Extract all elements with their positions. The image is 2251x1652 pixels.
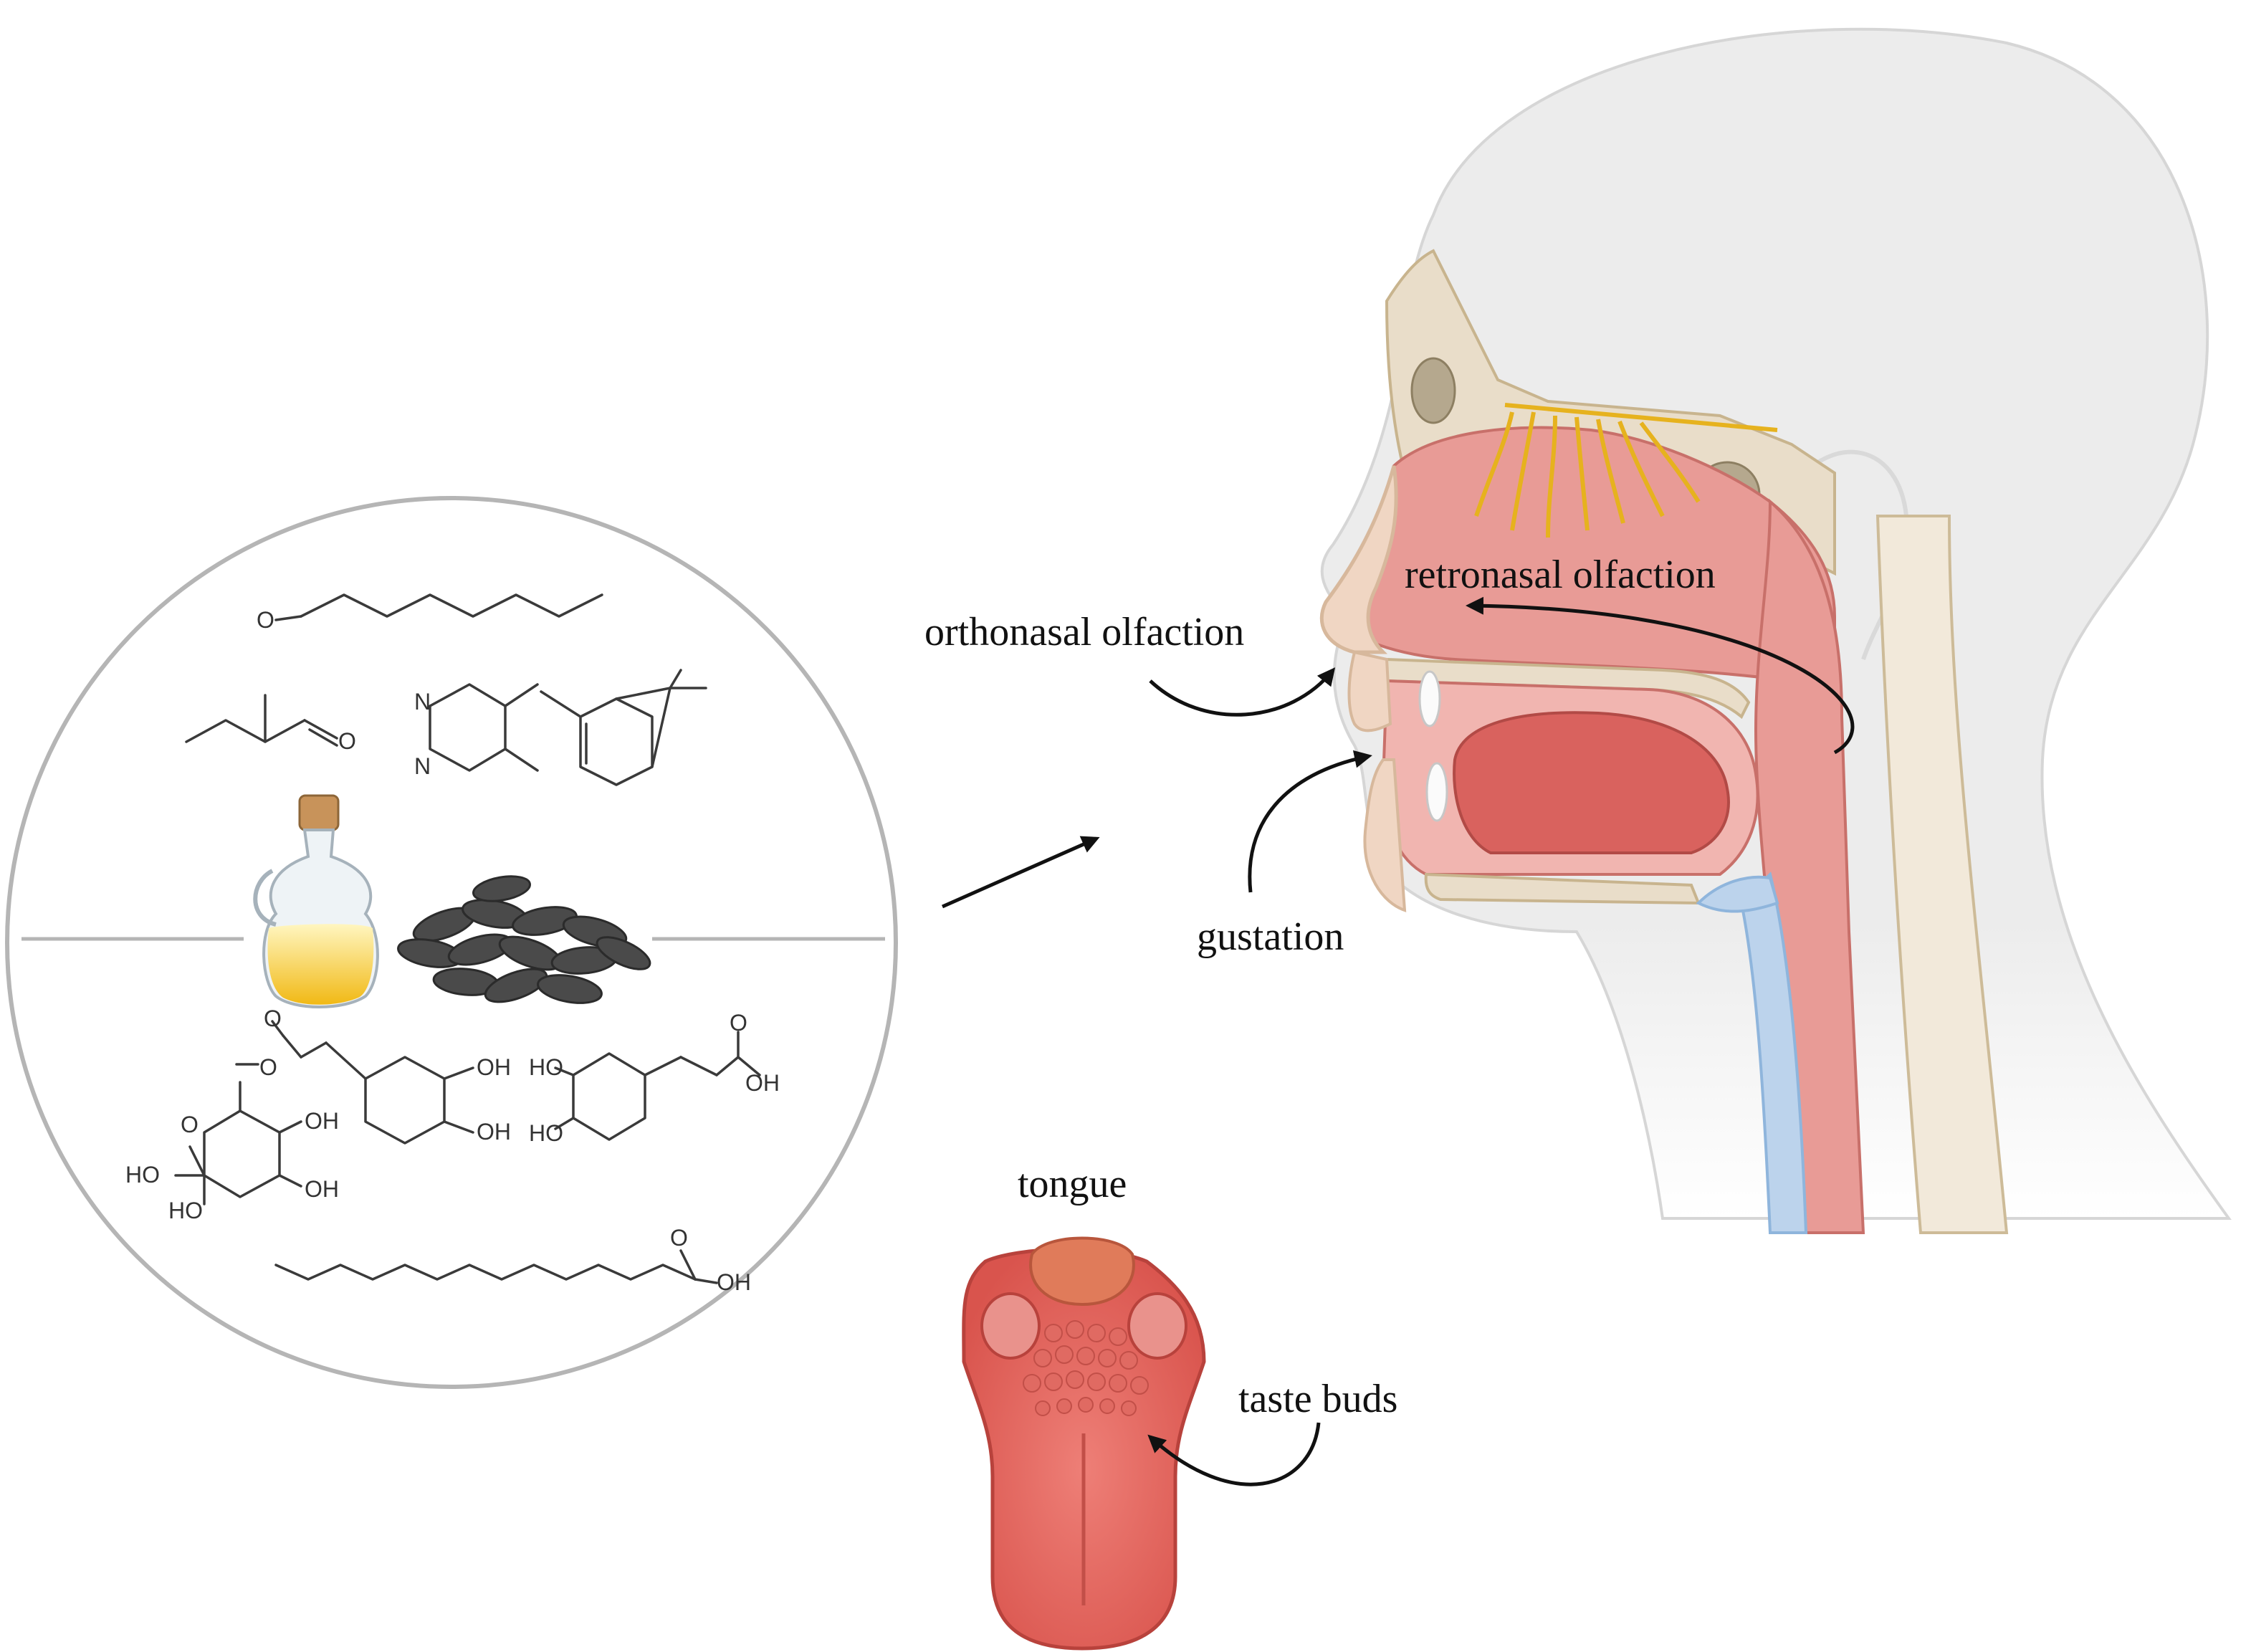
upper-incisor (1418, 670, 1441, 727)
retronasal-arrow (1466, 596, 1855, 755)
sunflower-seeds-icon (397, 875, 651, 1004)
svg-text:O: O (338, 728, 356, 754)
label-tongue: tongue (1018, 1162, 1127, 1206)
methylbutanal-structure: O (185, 694, 356, 754)
svg-text:OH: OH (305, 1108, 339, 1134)
epiglottis-top (1029, 1236, 1135, 1307)
epiglottis (1696, 875, 1779, 913)
taste-buds-arrow (1147, 1422, 1321, 1486)
svg-text:OH: OH (745, 1070, 780, 1096)
tonsil-left (980, 1292, 1041, 1360)
svg-text:O: O (259, 1054, 277, 1080)
tongue-illustration (962, 1236, 1206, 1651)
tonsil-right (1127, 1292, 1187, 1360)
frontal-sinus (1410, 357, 1456, 424)
octanal-structure: O (257, 593, 603, 633)
svg-text:HO: HO (529, 1120, 563, 1146)
svg-text:N: N (414, 753, 431, 779)
airway (1739, 872, 1808, 1234)
svg-text:O: O (257, 607, 274, 633)
inset-to-head-arrow (941, 836, 1100, 909)
svg-text:O: O (670, 1225, 688, 1251)
inset-circle (5, 496, 898, 1389)
svg-text:O: O (181, 1112, 199, 1137)
orthonasal-arrow (1149, 667, 1336, 717)
svg-text:OH: OH (717, 1269, 751, 1295)
arrows (941, 596, 1855, 1486)
svg-text:HO: HO (529, 1054, 563, 1080)
svg-text:HO: HO (125, 1162, 160, 1188)
tongue-section (1453, 711, 1730, 854)
svg-text:OH: OH (477, 1119, 511, 1145)
svg-text:O: O (264, 1006, 282, 1031)
gustation-arrow (1248, 750, 1372, 893)
label-taste-buds: taste buds (1238, 1377, 1397, 1421)
caffeic-acid-structure: O OH HO HO (529, 1010, 780, 1146)
label-orthonasal-olfaction: orthonasal olfaction (924, 610, 1244, 654)
cervical-spine (1875, 515, 2009, 1234)
papillae (1023, 1320, 1149, 1416)
upper-lip (1347, 650, 1392, 732)
food-compounds-inset: O O N N (5, 496, 898, 1389)
pinene-structure (540, 669, 707, 786)
mandible (1424, 872, 1701, 905)
dimethylpyrazine-structure: N N (414, 683, 539, 779)
svg-text:O: O (730, 1010, 747, 1036)
svg-text:HO: HO (168, 1198, 203, 1223)
head-sagittal-section (1319, 27, 2232, 1234)
lower-incisor (1425, 762, 1448, 822)
lower-lip (1363, 758, 1407, 912)
svg-text:OH: OH (477, 1054, 511, 1080)
oil-bottle-icon (253, 794, 379, 1008)
label-retronasal-olfaction: retronasal olfaction (1405, 553, 1716, 597)
label-gustation: gustation (1197, 915, 1344, 959)
olfactory-nerve (1474, 403, 1778, 538)
linoleic-acid-structure: O OH (274, 1225, 751, 1295)
svg-text:OH: OH (305, 1176, 339, 1202)
chlorogenic-acid-structure: O O O OH OH OH OH HO HO (125, 1006, 511, 1223)
svg-text:N: N (414, 689, 431, 715)
